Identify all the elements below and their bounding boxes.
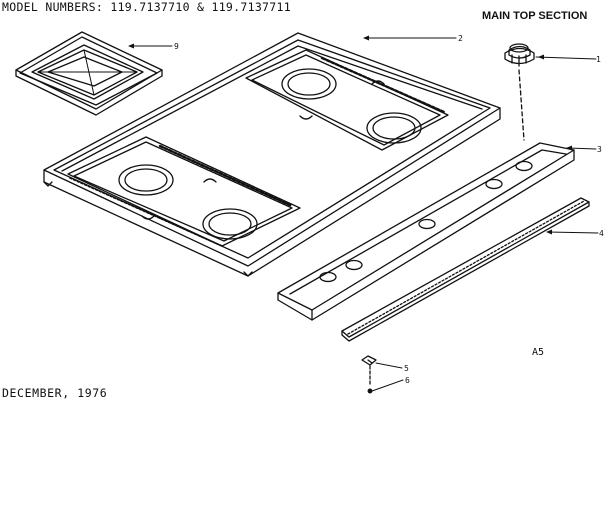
- callout-5: 5: [404, 364, 409, 373]
- trim-strip: [341, 197, 590, 342]
- callout-6: 6: [405, 376, 410, 385]
- main-top-panel: [43, 32, 501, 277]
- section-title: MAIN TOP SECTION: [482, 10, 588, 22]
- page-code: A5: [532, 347, 544, 358]
- publication-date: DECEMBER, 1976: [2, 386, 108, 400]
- burner-grate: [15, 31, 163, 116]
- callout-9: 9: [174, 42, 179, 51]
- control-knob: [504, 43, 535, 141]
- callout-2: 2: [458, 34, 463, 43]
- callout-4: 4: [599, 229, 604, 238]
- leader-lines: [129, 37, 599, 392]
- clip-and-screw: [361, 355, 377, 394]
- callout-3: 3: [597, 145, 602, 154]
- model-numbers-heading: MODEL NUMBERS: 119.7137710 & 119.7137711: [2, 0, 291, 14]
- control-panel-strip: [277, 142, 575, 321]
- callout-1: 1: [596, 55, 601, 64]
